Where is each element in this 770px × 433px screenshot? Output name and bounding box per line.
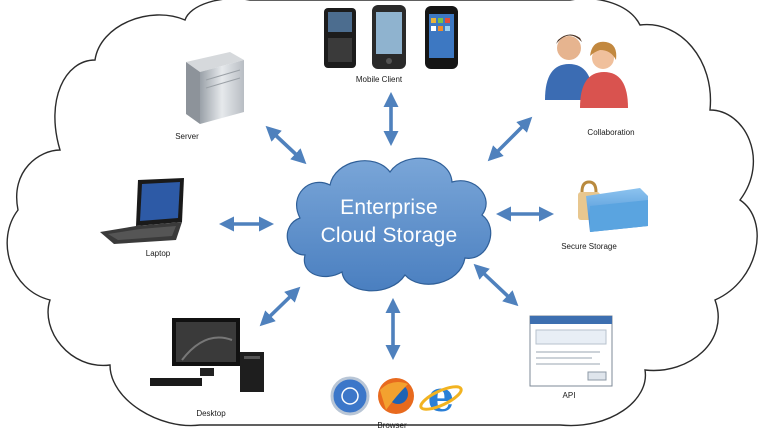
label-mobile-client: Mobile Client — [355, 75, 403, 84]
desktop-computer-icon — [150, 318, 264, 392]
arrow-api — [473, 263, 519, 307]
cloud-title-line2: Cloud Storage — [320, 224, 458, 247]
api-window-icon — [529, 315, 613, 387]
label-secure-storage: Secure Storage — [561, 242, 617, 251]
cloud-title-line1: Enterprise — [340, 196, 438, 219]
browser-logos-icon: e — [330, 372, 463, 421]
label-server: Server — [175, 132, 199, 141]
mobile-phones-icon — [324, 5, 458, 69]
laptop-icon — [100, 178, 184, 244]
label-collaboration: Collaboration — [587, 128, 635, 137]
server-icon — [186, 52, 244, 124]
arrow-desktop — [259, 286, 301, 327]
connector-arrows — [218, 91, 555, 361]
enterprise-cloud-shape — [286, 157, 492, 292]
arrow-collaboration — [487, 116, 533, 162]
label-browser: Browser — [377, 421, 407, 430]
collaboration-people-icon — [545, 34, 628, 108]
secure-storage-folder-icon — [578, 180, 648, 232]
label-laptop: Laptop — [145, 249, 171, 258]
arrow-server — [265, 125, 307, 165]
label-desktop: Desktop — [196, 409, 226, 418]
label-api: API — [562, 391, 576, 400]
